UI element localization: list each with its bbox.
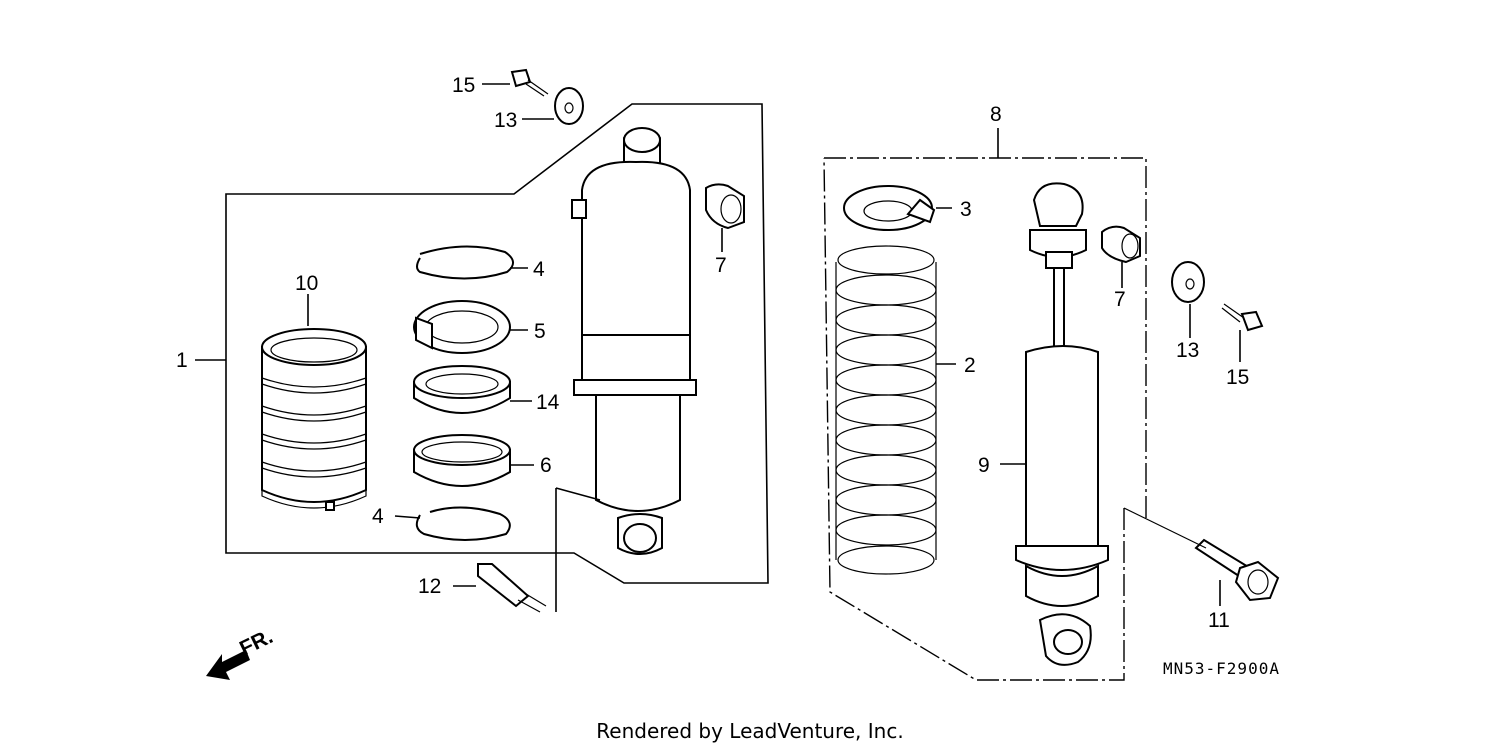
part-11-mount-bolt [1194, 538, 1280, 602]
left-damper-unit [571, 127, 697, 555]
part-2-coil-spring [835, 245, 937, 575]
assembly-8-outline [823, 157, 1147, 681]
callout-9: 9 [978, 454, 990, 477]
part-7-bushing-left [705, 183, 745, 230]
part-14-seal [413, 365, 511, 414]
callout-7-right: 7 [1114, 288, 1126, 311]
stud-12-pointer [555, 487, 601, 612]
footer-credit: Rendered by LeadVenture, Inc. [596, 719, 903, 743]
bolt-11-pointer [1123, 507, 1207, 549]
part-9-damper [1015, 182, 1109, 666]
part-3-spring-seat [843, 185, 936, 231]
part-10-spring-cover [261, 328, 367, 511]
part-13-washer-right [1171, 261, 1205, 303]
part-4-circlip-upper [416, 245, 514, 280]
callout-2: 2 [964, 354, 976, 377]
callout-15-left: 15 [452, 74, 475, 97]
leader-lines [195, 83, 1241, 606]
callout-4-lower: 4 [372, 505, 384, 528]
callout-1: 1 [176, 349, 188, 372]
callout-4-upper: 4 [533, 258, 545, 281]
part-5-adjuster-ring [413, 300, 511, 354]
part-13-washer-left [554, 87, 584, 125]
callout-3: 3 [960, 198, 972, 221]
callout-5: 5 [534, 320, 546, 343]
part-7-bushing-right [1101, 225, 1141, 264]
callout-13-right: 13 [1176, 339, 1199, 362]
part-15-bolt-right [1221, 303, 1264, 332]
callout-7-left: 7 [715, 254, 727, 277]
callout-14: 14 [536, 391, 560, 414]
front-direction-arrow: FR. [206, 625, 277, 680]
callout-13-left: 13 [494, 109, 517, 132]
callout-15-right: 15 [1226, 366, 1249, 389]
diagram-code: MN53-F2900A [1163, 659, 1280, 678]
part-6-guide-ring [413, 434, 511, 487]
part-4-circlip-lower [415, 506, 511, 541]
callout-8: 8 [990, 103, 1002, 126]
part-12-stud-bolt [477, 563, 547, 613]
part-15-bolt-left [510, 68, 549, 97]
callout-11: 11 [1208, 609, 1230, 632]
callout-10: 10 [295, 272, 318, 295]
assembly-1-outline [225, 103, 769, 584]
callout-6: 6 [540, 454, 552, 477]
callout-12: 12 [418, 575, 441, 598]
